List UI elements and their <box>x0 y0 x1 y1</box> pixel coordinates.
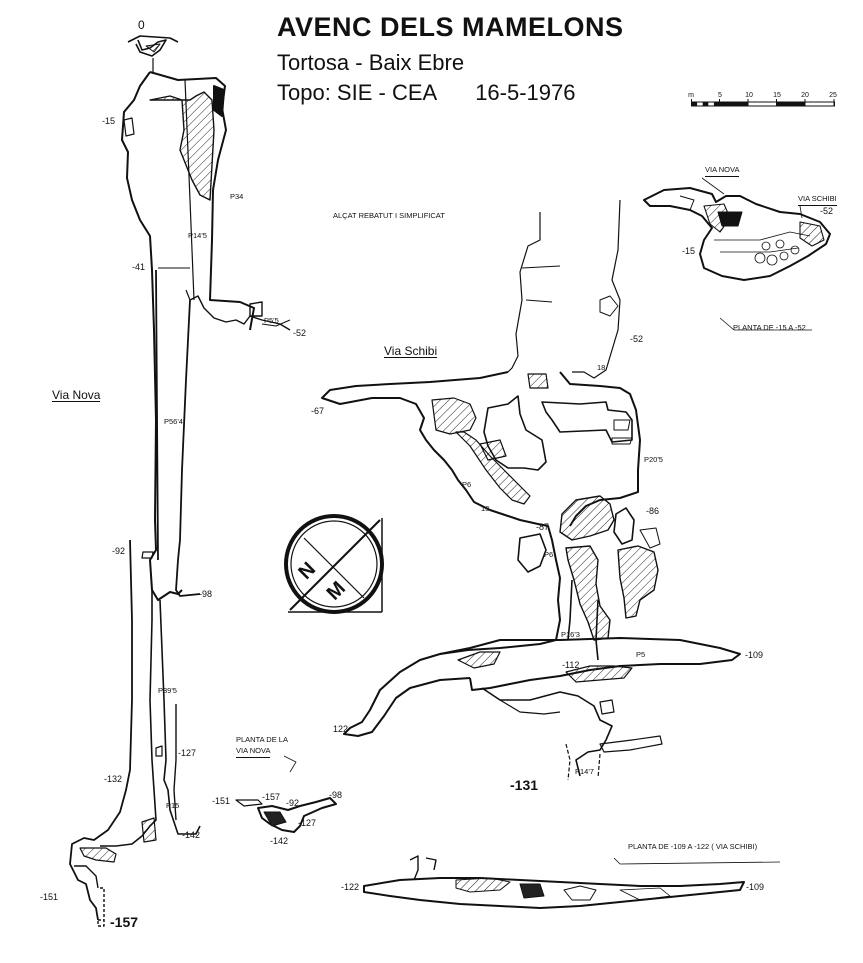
depth-label: -98 <box>329 790 343 800</box>
pitch-label: 18 <box>597 363 606 372</box>
depth-label: -87 <box>536 522 550 532</box>
pitch-label: P20'5 <box>644 455 663 464</box>
pitch-label: 13 <box>481 504 490 513</box>
depth-label: -41 <box>132 262 146 272</box>
scale-tick-label: 15 <box>773 92 781 99</box>
depth-label: -15 <box>102 116 116 126</box>
survey-date: 16-5-1976 <box>475 80 576 105</box>
elevation-section-label: ALÇAT REBATUT I SIMPLIFICAT <box>333 211 445 220</box>
depth-label: -127 <box>178 748 197 758</box>
depth-label: -157 <box>110 914 139 930</box>
depth-label: -157 <box>262 792 281 802</box>
plan-top-section-label: PLANTA DE -15 A -52 <box>733 323 806 332</box>
plan-bottom-section-label: PLANTA DE -109 A -122 ( VIA SCHIBI) <box>628 842 758 851</box>
depth-label: -132 <box>104 774 123 784</box>
north-arrow-compass <box>284 514 384 614</box>
scale-tick-label: 20 <box>801 92 809 99</box>
plan-top-via-nova-label: VIA NOVA <box>705 165 740 177</box>
depth-label: -112 <box>562 660 580 670</box>
pitch-label: P14'7 <box>575 767 594 776</box>
via-schibi-elevation <box>321 199 741 781</box>
depth-label: -127 <box>298 818 317 828</box>
depth-label: -122 <box>341 882 360 892</box>
pitch-label: P34 <box>230 192 244 201</box>
scale-tick-label: 5 <box>718 92 722 99</box>
scale-bar <box>691 99 835 107</box>
via-nova-elevation <box>69 35 291 927</box>
scale-unit: m <box>688 92 694 99</box>
depth-label: 0 <box>138 18 145 32</box>
plan-upper-part <box>643 177 831 331</box>
plan-via-nova-label-line1: PLANTA DE LA <box>236 735 288 744</box>
scale-bar-labels: m 5 10 15 20 25 <box>688 92 841 102</box>
pitch-label: P15 <box>166 801 180 810</box>
pitch-label: P16'3 <box>561 630 580 639</box>
depth-label: -86 <box>646 506 660 516</box>
depth-label: -92 <box>286 798 300 808</box>
scale-tick-label: 25 <box>829 92 837 99</box>
depth-label: -98 <box>199 589 213 599</box>
survey-team: Topo: SIE - CEA <box>277 80 438 105</box>
via-nova-label: Via Nova <box>52 388 101 402</box>
pitch-label: P5 <box>636 650 646 659</box>
plan-lower-gallery <box>363 855 781 909</box>
plan-via-nova-label-line2: VIA NOVA <box>236 746 271 758</box>
depth-label: -151 <box>212 796 231 806</box>
depth-label: -109 <box>745 650 764 660</box>
depth-label: -151 <box>40 892 59 902</box>
depth-label: 122 <box>333 724 349 734</box>
scale-tick-label: 10 <box>745 92 753 99</box>
pitch-label: P6 <box>462 480 472 489</box>
survey-location: Tortosa - Baix Ebre <box>277 50 465 75</box>
depth-label: -92 <box>112 546 126 556</box>
survey-credit: Topo: SIE - CEA 16-5-1976 <box>277 80 576 106</box>
depth-label: -131 <box>510 777 539 793</box>
depth-label: -142 <box>270 836 289 846</box>
plan-top-via-schibi-label: VIA SCHIBI <box>798 194 837 206</box>
survey-title: AVENC DELS MAMELONS <box>277 12 624 42</box>
pitch-label: P6 <box>544 550 554 559</box>
plan-via-nova <box>235 755 337 833</box>
depth-label: -52 <box>630 334 644 344</box>
depth-label: -52 <box>293 328 307 338</box>
depth-label: -142 <box>182 830 201 840</box>
depth-label: -109 <box>746 882 765 892</box>
via-schibi-label: Via Schibi <box>384 344 438 358</box>
depth-label: -52 <box>820 206 834 216</box>
pitch-label: P39'5 <box>158 686 177 695</box>
pitch-label: P14'5 <box>188 231 207 240</box>
depth-label: -15 <box>682 246 696 256</box>
pitch-label: P5'5 <box>264 316 279 325</box>
depth-label: -67 <box>311 406 325 416</box>
pitch-label: P56'4 <box>164 417 183 426</box>
